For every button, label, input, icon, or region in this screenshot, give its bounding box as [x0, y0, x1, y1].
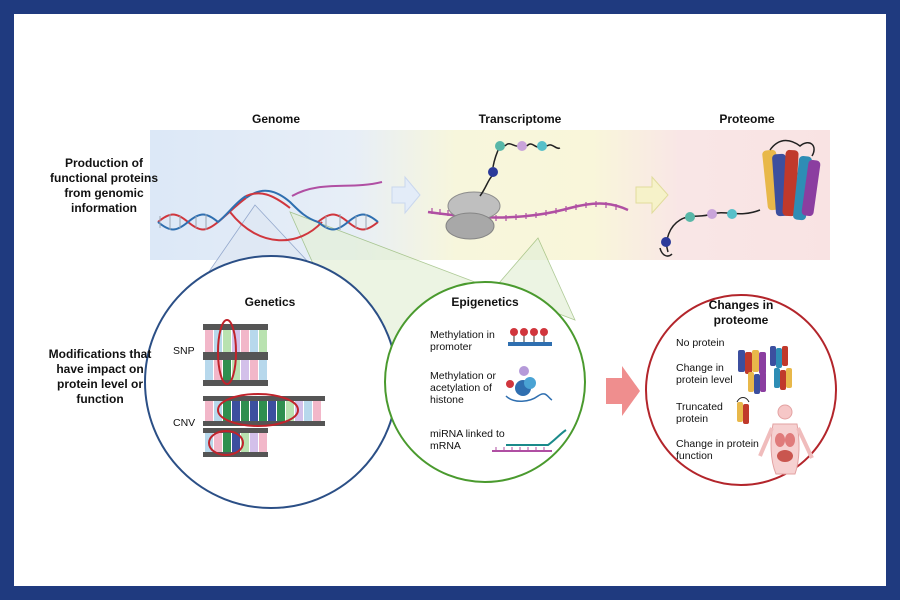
mirna-graphic [492, 429, 567, 452]
change-function-label: Change in protein function [676, 438, 759, 462]
arrow-transcriptome-to-proteome [635, 175, 669, 215]
truncated-label: Truncated protein [676, 401, 723, 425]
cnv-label: CNV [173, 417, 196, 429]
diagram-graphics [144, 130, 837, 509]
cnv-dna-graphic [203, 393, 325, 457]
snp-dna-graphic [203, 319, 268, 386]
genetics-title: Genetics [244, 295, 296, 309]
methylation-promoter-graphic [508, 328, 552, 346]
histone-graphic [505, 366, 553, 402]
histone-label: Methylation or acetylation of histone [430, 370, 496, 406]
methylation-promoter-label: Methylation in promoter [430, 329, 495, 353]
truncated-protein-graphic [736, 397, 750, 424]
snp-label: SNP [173, 345, 195, 357]
changes-title: Changes in proteome [708, 298, 774, 327]
no-protein-label: No protein [676, 337, 725, 349]
ribosome-bottom [445, 212, 495, 240]
mirna-label: miRNA linked to mRNA [430, 428, 505, 452]
arrow-to-changes [606, 366, 640, 416]
diagram-canvas: Genome Transcriptome Proteome Production… [14, 14, 886, 586]
arrow-genome-to-transcriptome [391, 175, 421, 215]
proteome-header: Proteome [719, 112, 775, 126]
protein-cluster-graphic [738, 346, 792, 394]
nascent-rna [291, 181, 383, 197]
dna-helix [157, 181, 383, 242]
genome-header: Genome [251, 112, 300, 126]
change-level-label: Change in protein level [676, 362, 733, 386]
row-label-modifications: Modifications that have impact on protei… [48, 347, 152, 406]
epigenetics-title: Epigenetics [451, 295, 519, 309]
folded-protein [659, 139, 821, 257]
transcriptome-header: Transcriptome [478, 112, 562, 126]
mrna-with-ribosome [427, 141, 629, 240]
diagram: Genome Transcriptome Proteome Production… [14, 14, 886, 586]
row-label-production: Production of functional proteins from g… [50, 156, 158, 215]
genetics-circle [144, 255, 398, 509]
human-body-graphic [758, 404, 814, 475]
